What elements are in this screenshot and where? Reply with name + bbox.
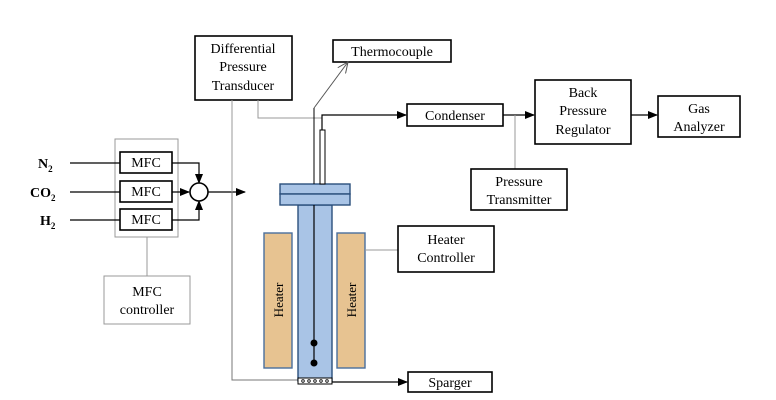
bpr-label-line1: Back <box>569 86 598 101</box>
bpr-label-line3: Regulator <box>555 123 611 138</box>
gas-label-co2: CO2 <box>30 186 56 203</box>
dpt-label-line2: Pressure <box>219 60 266 75</box>
pressure-transmitter-box <box>470 168 568 211</box>
heater-right <box>336 232 366 369</box>
reactor-flange-bottom <box>279 193 351 206</box>
heater-right-label: Heater <box>344 282 359 317</box>
sparger-hole <box>313 379 317 383</box>
pressure-transmitter-label-line1: Pressure <box>495 175 542 190</box>
bpr-label-line2: Pressure <box>559 104 606 119</box>
heater-controller-label-line2: Controller <box>417 251 475 266</box>
thermowell <box>319 129 326 185</box>
thermocouple-pointer <box>313 62 348 109</box>
differential-pressure-transducer-box <box>194 35 293 101</box>
heater-left <box>263 232 293 369</box>
mfc-controller-label-line2: controller <box>120 303 175 318</box>
gas-analyzer-label-line2: Analyzer <box>673 120 725 135</box>
mfc-controller-label-line1: MFC <box>132 285 162 300</box>
reactor-outlet-line <box>321 111 407 130</box>
gas-analyzer-box <box>657 95 741 138</box>
sparger-box <box>407 371 493 393</box>
heater-left-label: Heater <box>271 282 286 317</box>
heater-controller-label-line1: Heater <box>427 233 465 248</box>
feed-to-sparger <box>231 192 300 381</box>
sparger-label: Sparger <box>428 376 472 391</box>
mfc-controller-box <box>103 275 191 325</box>
heater-controller-box <box>397 225 495 273</box>
thermocouple-label: Thermocouple <box>351 45 433 60</box>
gas-label-n2: N2 <box>38 157 53 174</box>
gas-analyzer-label-line1: Gas <box>688 102 710 117</box>
sparger-hole <box>307 379 311 383</box>
gas-label-h2: H2 <box>40 214 56 231</box>
mixer-circle <box>189 182 209 202</box>
condenser-label: Condenser <box>425 109 485 124</box>
h2-to-mixer <box>172 200 203 221</box>
sparger-plate <box>297 377 333 385</box>
reactor-flange-top <box>279 183 351 195</box>
mfc-label-co2: MFC <box>131 185 161 200</box>
mfc-label-n2: MFC <box>131 156 161 171</box>
dpt-label-line3: Transducer <box>212 79 275 94</box>
thermocouple-junction-upper <box>310 339 318 347</box>
dpt-label-line1: Differential <box>210 42 275 57</box>
sparger-hole <box>301 379 305 383</box>
mfc-label-h2: MFC <box>131 213 161 228</box>
back-pressure-regulator-box <box>534 79 632 145</box>
thermocouple-junction-lower <box>310 359 318 367</box>
sparger-hole <box>319 379 323 383</box>
pressure-transmitter-label-line2: Transmitter <box>487 193 552 208</box>
reactor-tube <box>297 204 333 382</box>
dpt-to-outlet-link <box>257 100 322 119</box>
n2-to-mixer <box>172 162 203 184</box>
thermocouple-box <box>332 39 452 63</box>
sparger-hole <box>325 379 329 383</box>
